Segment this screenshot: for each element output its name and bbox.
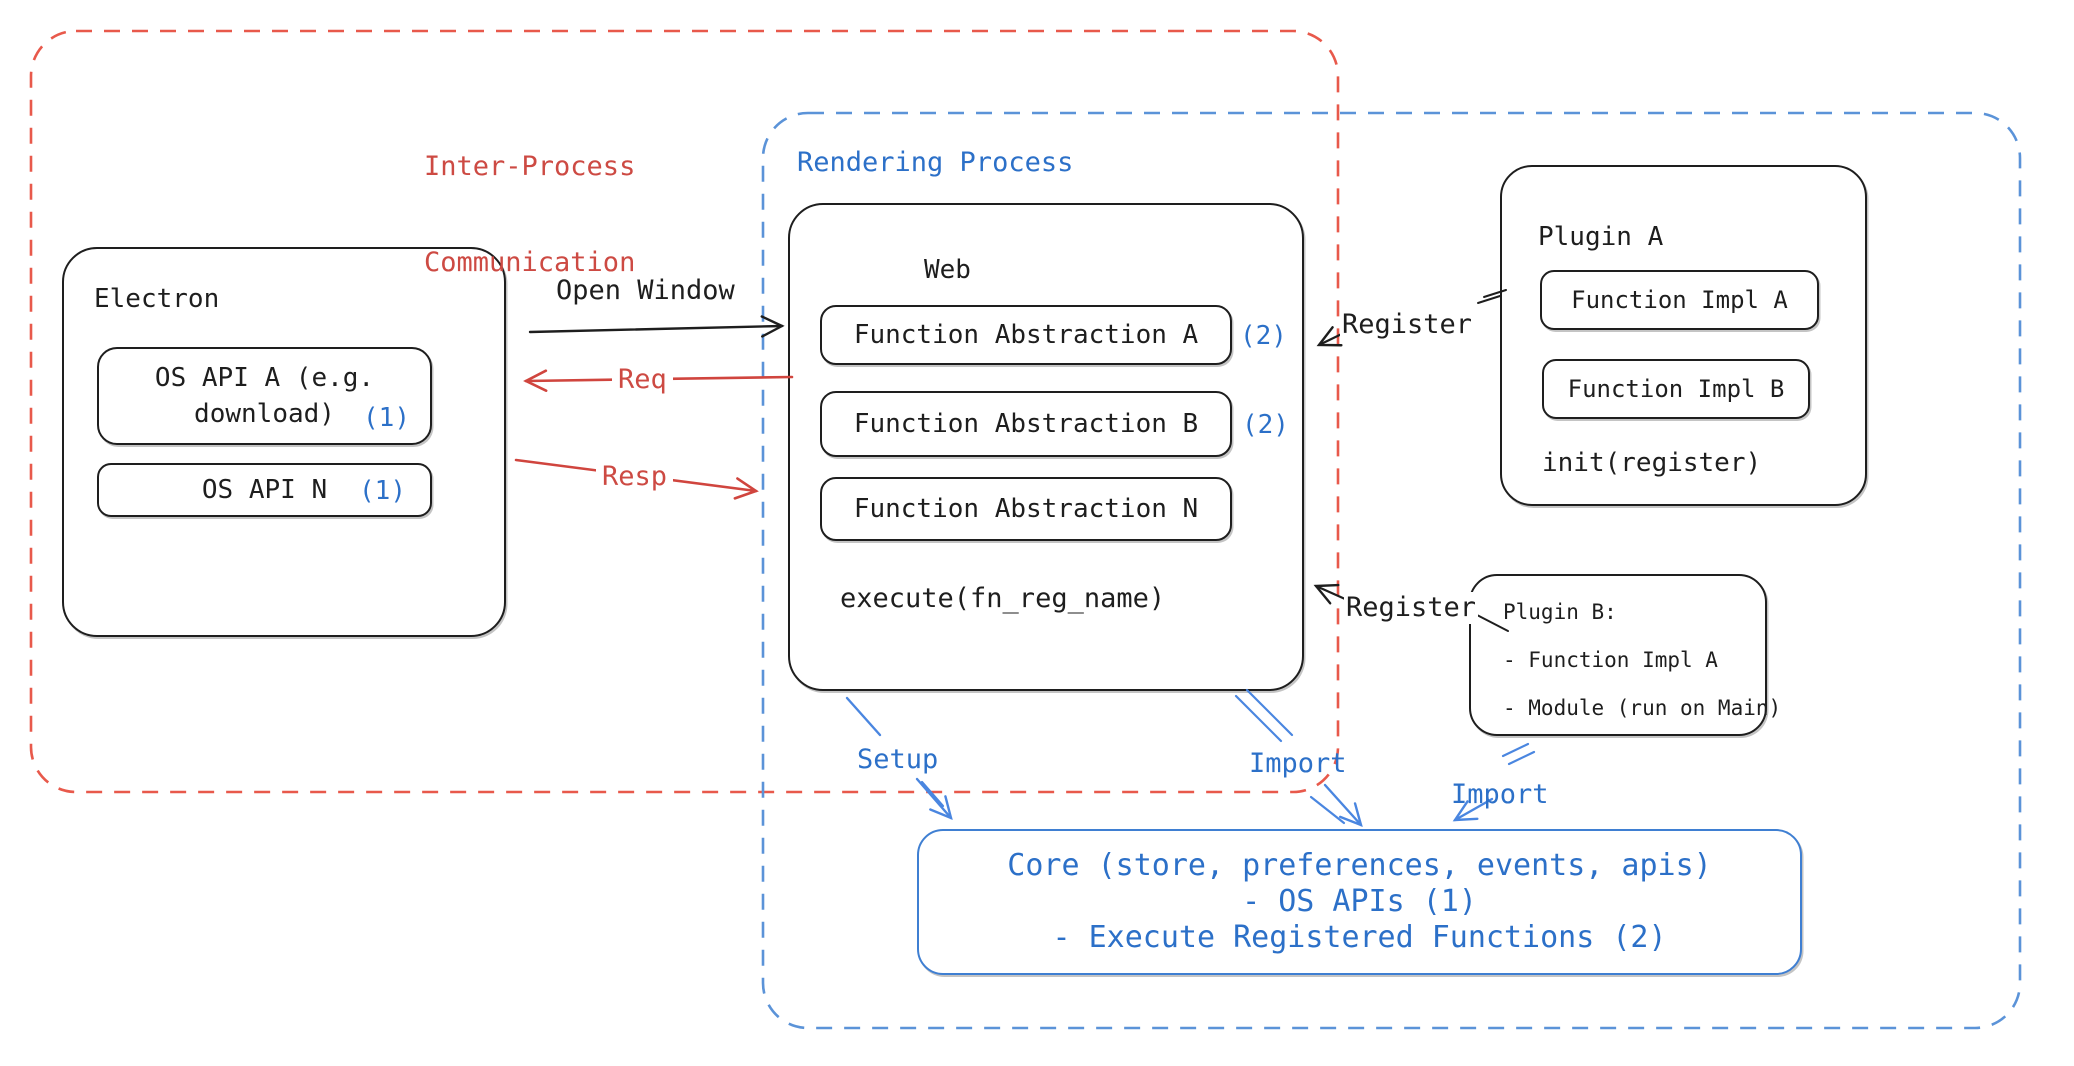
function-abstraction-b-box: Function Abstraction B	[820, 391, 1232, 457]
setup-label: Setup	[857, 744, 939, 775]
plugin-a-box: Plugin A Function Impl A Function Impl B…	[1500, 165, 1867, 506]
function-impl-b-label: Function Impl B	[1567, 375, 1785, 403]
import-b-label: Import	[1451, 779, 1549, 810]
os-api-n-label: OS API N	[201, 475, 328, 505]
setup-arrow	[915, 777, 953, 821]
function-abstraction-b-tag: (2)	[1242, 410, 1289, 440]
function-impl-b-box: Function Impl B	[1542, 359, 1810, 419]
import-b-line	[1501, 742, 1536, 766]
os-api-a-tag: (1)	[363, 403, 410, 433]
req-label: Req	[612, 364, 673, 396]
setup-line	[845, 696, 882, 737]
open-window-label: Open Window	[556, 275, 735, 306]
web-title: Web	[924, 255, 971, 285]
os-api-a-label-line1: OS API A (e.g.	[154, 363, 375, 393]
web-box: Web Function Abstraction A (2) Function …	[788, 203, 1304, 691]
rendering-process-label: Rendering Process	[797, 147, 1074, 178]
core-line-2: - OS APIs (1)	[1242, 884, 1477, 919]
function-abstraction-a-box: Function Abstraction A	[820, 305, 1232, 365]
function-abstraction-n-box: Function Abstraction N	[820, 477, 1232, 541]
function-abstraction-a-tag: (2)	[1240, 321, 1287, 351]
ipc-label-line1: Inter-Process	[424, 151, 636, 182]
electron-title: Electron	[94, 284, 220, 314]
function-impl-a-label: Function Impl A	[1571, 286, 1788, 314]
execute-text: execute(fn_reg_name)	[840, 583, 1166, 614]
resp-label: Resp	[596, 461, 674, 493]
setup-arrow-extra	[920, 780, 945, 808]
init-register-text: init(register)	[1542, 448, 1762, 478]
import-a-line	[1234, 694, 1283, 743]
os-api-a-box: OS API A (e.g. download) (1)	[97, 347, 432, 445]
import-a-arrow-extra	[1309, 795, 1346, 825]
function-abstraction-a-label: Function Abstraction A	[853, 320, 1199, 350]
os-api-n-box: OS API N (1)	[97, 463, 432, 517]
register-b-label: Register	[1344, 592, 1479, 624]
plugin-a-title: Plugin A	[1538, 222, 1664, 252]
os-api-n-tag: (1)	[359, 476, 406, 506]
import-a-label: Import	[1249, 748, 1347, 779]
import-a-arrow	[1323, 783, 1363, 827]
plugin-b-item-2: - Module (run on Main)	[1503, 696, 1782, 720]
register-a-label: Register	[1340, 309, 1475, 341]
import-a-line-2	[1245, 688, 1294, 737]
core-line-3: - Execute Registered Functions (2)	[1052, 920, 1667, 955]
core-line-1: Core (store, preferences, events, apis)	[1007, 848, 1712, 883]
function-abstraction-b-label: Function Abstraction B	[853, 409, 1199, 439]
plugin-b-item-1: - Function Impl A	[1503, 648, 1718, 672]
plugin-b-title: Plugin B:	[1503, 600, 1617, 624]
function-impl-a-box: Function Impl A	[1540, 270, 1819, 330]
core-box: Core (store, preferences, events, apis) …	[917, 829, 1802, 975]
function-abstraction-n-label: Function Abstraction N	[853, 494, 1199, 524]
os-api-a-label-line2: download)	[194, 399, 335, 429]
plugin-b-box: Plugin B: - Function Impl A - Module (ru…	[1469, 574, 1782, 736]
